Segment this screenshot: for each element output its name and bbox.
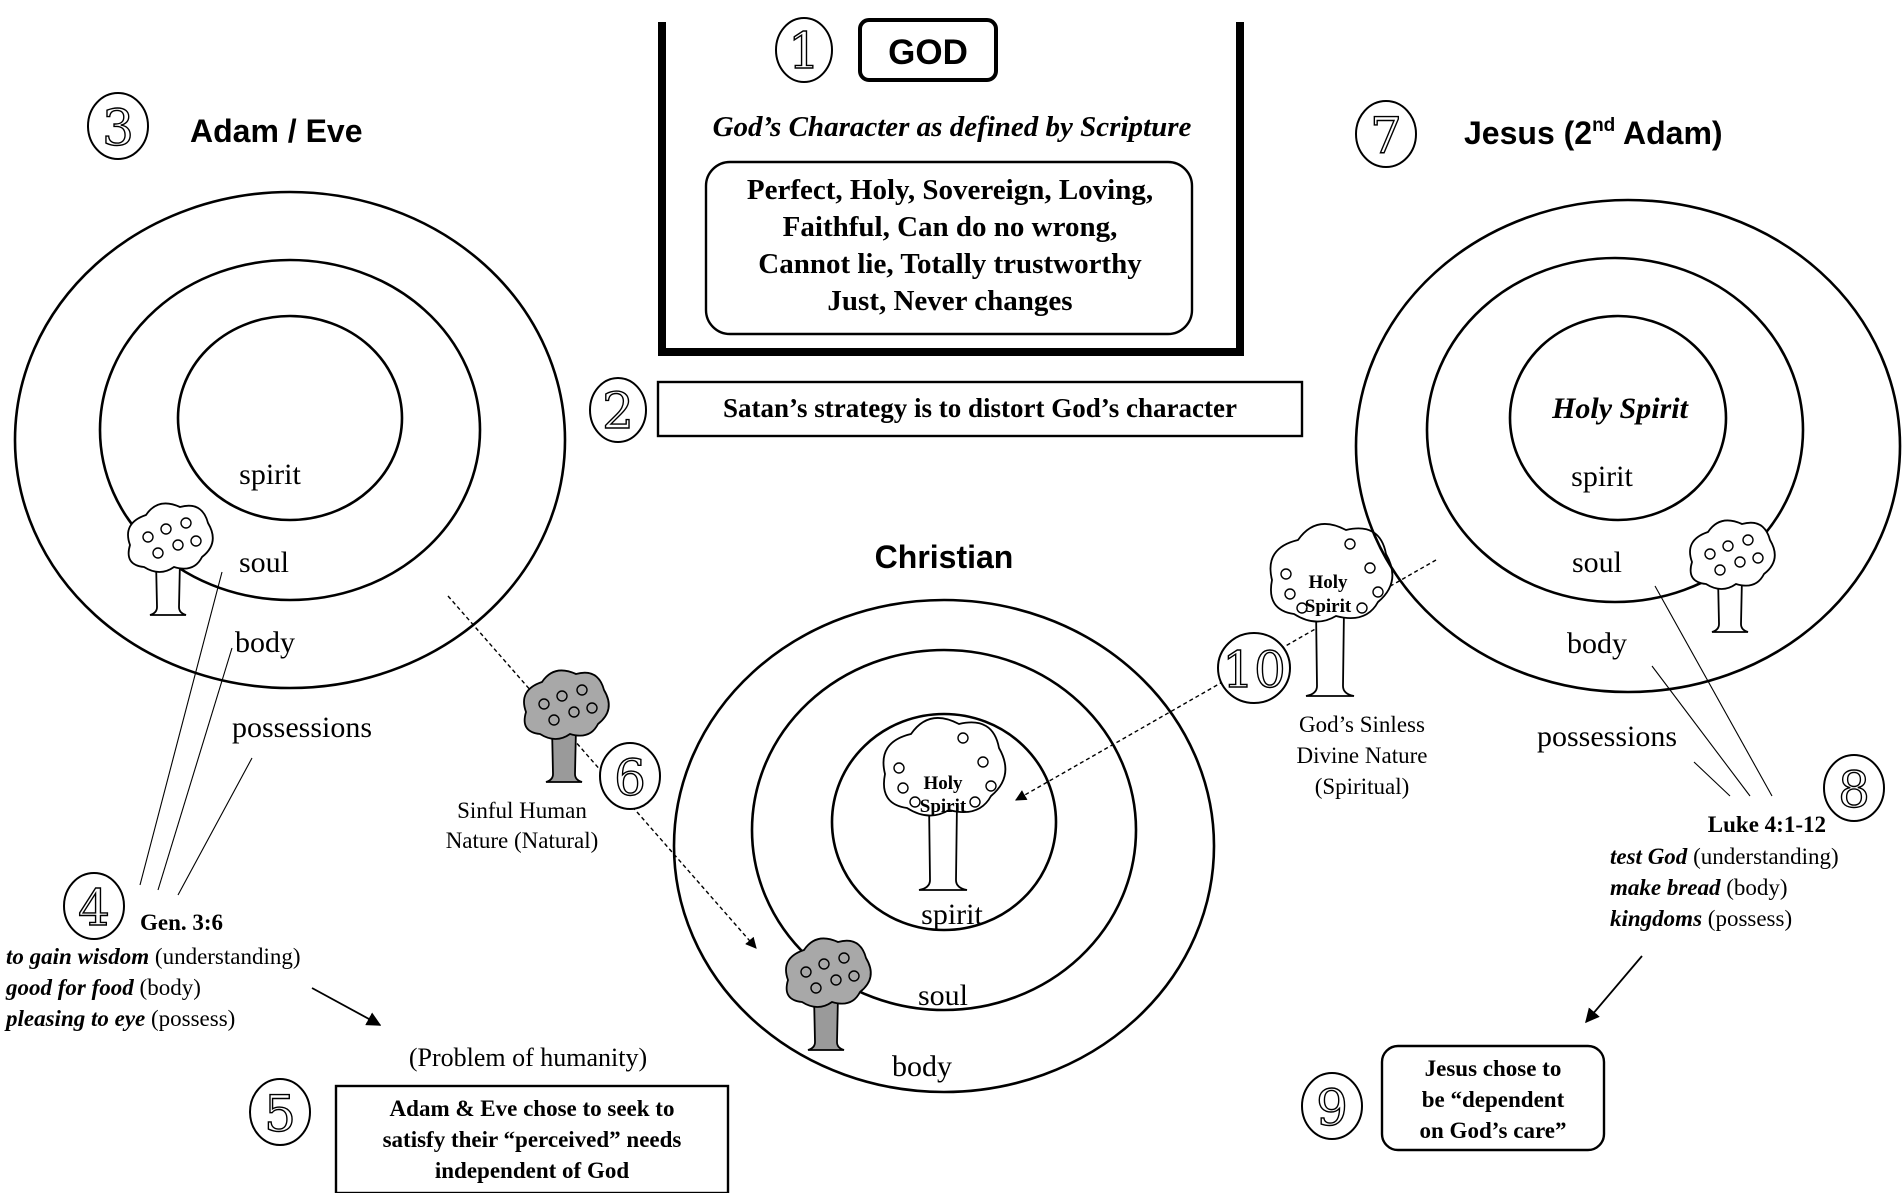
god-label-box: GOD xyxy=(858,18,998,82)
adam-tree-icon xyxy=(127,502,214,616)
number-badge-3: 3 xyxy=(87,92,149,160)
god-label: GOD xyxy=(888,33,968,72)
svg-text:10: 10 xyxy=(1222,641,1286,699)
jesus-rings xyxy=(1354,198,1902,694)
svg-text:5: 5 xyxy=(264,1085,296,1143)
christian-middle-ring xyxy=(750,648,1138,1012)
dependent-line: be “dependent xyxy=(1422,1087,1565,1112)
god-subtitle: God’s Character as defined by Scripture xyxy=(713,111,1192,143)
jesus-inner-ring xyxy=(1508,314,1728,522)
adam-soul-label: soul xyxy=(239,546,289,579)
problem-box: Adam & Eve chose to seek to satisfy thei… xyxy=(334,1084,730,1193)
svg-text:2: 2 xyxy=(602,382,634,440)
jesus-connector-lines xyxy=(1651,585,1773,797)
number-badge-6: 6 xyxy=(599,742,661,810)
number-badge-10: 10 xyxy=(1217,632,1291,704)
dependent-line: Jesus chose to xyxy=(1425,1056,1562,1081)
jesus-tree-icon xyxy=(1689,519,1776,633)
satan-strategy-box: Satan’s strategy is to distort God’s cha… xyxy=(656,380,1304,438)
divine-nature-line: (Spiritual) xyxy=(1315,774,1410,799)
svg-text:1: 1 xyxy=(788,22,820,80)
problem-line: Adam & Eve chose to seek to xyxy=(390,1096,675,1121)
christian-inner-ring xyxy=(830,712,1058,932)
god-trait-line: Perfect, Holy, Sovereign, Loving, xyxy=(747,174,1153,206)
luke-line: kingdoms (possess) xyxy=(1610,906,1792,931)
svg-text:3: 3 xyxy=(102,99,134,157)
problem-line: satisfy their “perceived” needs xyxy=(383,1127,682,1152)
svg-text:8: 8 xyxy=(1838,761,1870,819)
dependent-line: on God’s care” xyxy=(1420,1118,1567,1143)
adam-middle-ring xyxy=(98,258,482,602)
svg-text:6: 6 xyxy=(614,749,646,807)
number-badge-5: 5 xyxy=(249,1078,311,1146)
sinful-nature-line: Nature (Natural) xyxy=(446,828,599,853)
adam-eve-title: Adam / Eve xyxy=(190,113,363,149)
adam-outer-ring xyxy=(13,190,567,690)
god-trait-line: Just, Never changes xyxy=(827,285,1072,317)
svg-text:7: 7 xyxy=(1370,107,1402,165)
sinful-nature-line: Sinful Human xyxy=(457,798,587,823)
christian-rings xyxy=(672,598,1216,1094)
christian-title: Christian xyxy=(875,539,1014,575)
luke-reference: Luke 4:1-12 xyxy=(1708,812,1826,837)
adam-body-label: body xyxy=(235,626,295,659)
jesus-holy-spirit-label: Holy Spirit xyxy=(1551,392,1690,425)
god-frame xyxy=(658,22,1244,356)
luke-to-dependent-arrow xyxy=(1585,955,1643,1024)
jesus-spirit-label: spirit xyxy=(1571,460,1633,493)
problem-heading: (Problem of humanity) xyxy=(409,1043,647,1072)
god-trait-line: Cannot lie, Totally trustworthy xyxy=(758,248,1142,280)
number-badge-1: 1 xyxy=(775,17,833,83)
jesus-body-label: body xyxy=(1567,627,1627,660)
dependent-box: Jesus chose to be “dependent on God’s ca… xyxy=(1380,1044,1606,1152)
jesus-outer-ring xyxy=(1354,198,1902,694)
number-badge-7: 7 xyxy=(1355,100,1417,168)
jesus-possessions-label: possessions xyxy=(1537,720,1677,753)
gen-reference: Gen. 3:6 xyxy=(140,910,223,935)
jesus-title: Jesus (2nd Adam) xyxy=(1464,115,1723,151)
number-badge-2: 2 xyxy=(589,377,647,443)
christian-spirit-label: spirit xyxy=(921,898,983,931)
svg-text:9: 9 xyxy=(1316,1079,1348,1137)
christian-tree-label: Spirit xyxy=(920,796,967,817)
number-badge-9: 9 xyxy=(1301,1072,1363,1140)
christian-soul-label: soul xyxy=(918,979,968,1012)
god-traits-box: Perfect, Holy, Sovereign, Loving, Faithf… xyxy=(704,160,1194,336)
gen-line: good for food (body) xyxy=(5,975,201,1000)
divine-tree-label: Spirit xyxy=(1305,596,1352,617)
christian-sinful-tree-icon xyxy=(785,937,872,1051)
problem-line: independent of God xyxy=(435,1158,629,1183)
christian-outer-ring xyxy=(672,598,1216,1094)
christian-tree-label: Holy xyxy=(923,773,963,794)
luke-line: test God (understanding) xyxy=(1610,844,1839,869)
gen-line: to gain wisdom (understanding) xyxy=(6,944,301,969)
christian-body-label: body xyxy=(892,1050,952,1083)
number-badge-8: 8 xyxy=(1823,754,1885,822)
god-trait-line: Faithful, Can do no wrong, xyxy=(783,211,1118,243)
adam-possessions-label: possessions xyxy=(232,711,372,744)
jesus-soul-label: soul xyxy=(1572,546,1622,579)
adam-spirit-label: spirit xyxy=(239,458,301,491)
luke-line: make bread (body) xyxy=(1610,875,1788,900)
adam-rings xyxy=(13,190,567,690)
adam-connector-lines xyxy=(139,571,253,896)
divine-nature-line: God’s Sinless xyxy=(1299,712,1425,737)
divine-nature-line: Divine Nature xyxy=(1297,743,1428,768)
gen-line: pleasing to eye (possess) xyxy=(4,1006,235,1031)
svg-text:4: 4 xyxy=(78,879,110,937)
gen-to-problem-arrow xyxy=(311,987,382,1026)
adam-inner-ring xyxy=(176,314,404,522)
divine-tree-label: Holy xyxy=(1308,572,1348,593)
jesus-middle-ring xyxy=(1425,256,1805,604)
satan-strategy-text: Satan’s strategy is to distort God’s cha… xyxy=(723,393,1237,423)
number-badge-4: 4 xyxy=(63,872,125,940)
